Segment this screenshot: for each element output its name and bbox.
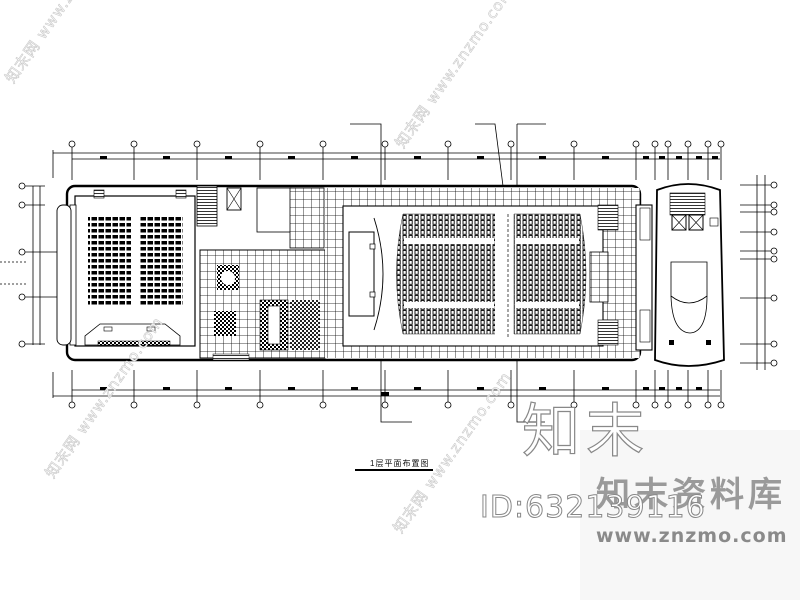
watermark-panel — [580, 430, 800, 600]
leader-lines-bottom — [380, 360, 545, 423]
top-dimension-lines — [52, 150, 720, 178]
left-dimension — [0, 182, 60, 348]
bottom-dimension-values — [100, 387, 702, 396]
watermark-brand-big: 知末 — [521, 397, 651, 465]
watermark-id: ID:632139116 — [480, 490, 706, 525]
leader-lines-top — [350, 123, 546, 187]
lobby-core — [196, 185, 326, 361]
watermark-brand-library: 知末资料库 — [596, 475, 786, 515]
auditorium — [325, 188, 640, 358]
top-axis-markers — [68, 140, 725, 180]
bottom-axis-markers — [68, 370, 725, 409]
top-dimension-values — [100, 156, 718, 159]
watermark-url: www.znzmo.com — [596, 525, 788, 547]
right-dimension — [740, 175, 778, 370]
drawing-title-underline — [355, 469, 433, 471]
east-tower-core — [654, 183, 725, 367]
lecture-hall-left — [56, 189, 196, 347]
connector-corridor — [635, 204, 653, 351]
drawing-title: 1层平面布置图 — [370, 459, 430, 468]
